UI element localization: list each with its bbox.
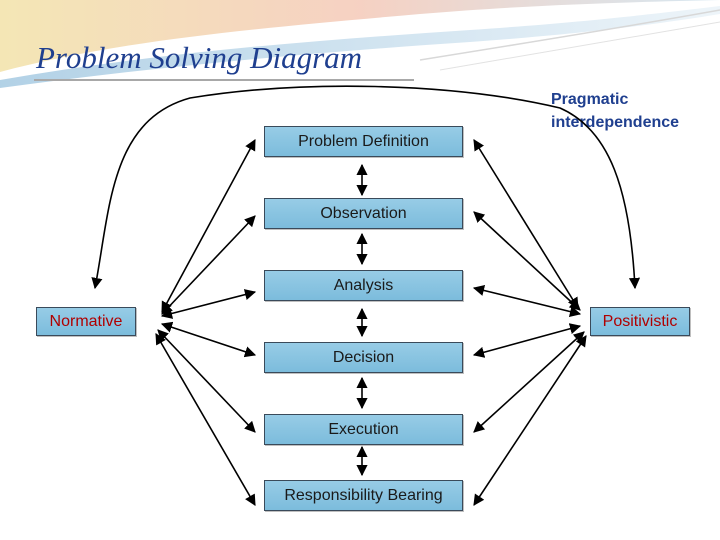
step-problem-definition: Problem Definition	[264, 126, 463, 157]
step-analysis: Analysis	[264, 270, 463, 301]
arc-top	[95, 86, 635, 288]
arrow-normative-analysis	[162, 292, 255, 316]
step-observation: Observation	[264, 198, 463, 229]
positivistic-node: Positivistic	[590, 307, 690, 336]
arrow-positivistic-analysis	[474, 288, 580, 314]
normative-node: Normative	[36, 307, 136, 336]
arrow-positivistic-execution	[474, 332, 584, 432]
arrow-positivistic-definition	[474, 140, 578, 308]
arrow-normative-responsibility	[156, 334, 255, 505]
arrow-normative-decision	[162, 324, 255, 355]
arrow-normative-observation	[162, 216, 255, 314]
arrow-normative-execution	[158, 330, 255, 432]
step-decision: Decision	[264, 342, 463, 373]
step-responsibility-bearing: Responsibility Bearing	[264, 480, 463, 511]
arrow-normative-definition	[162, 140, 255, 312]
arrow-positivistic-responsibility	[474, 336, 586, 505]
step-execution: Execution	[264, 414, 463, 445]
